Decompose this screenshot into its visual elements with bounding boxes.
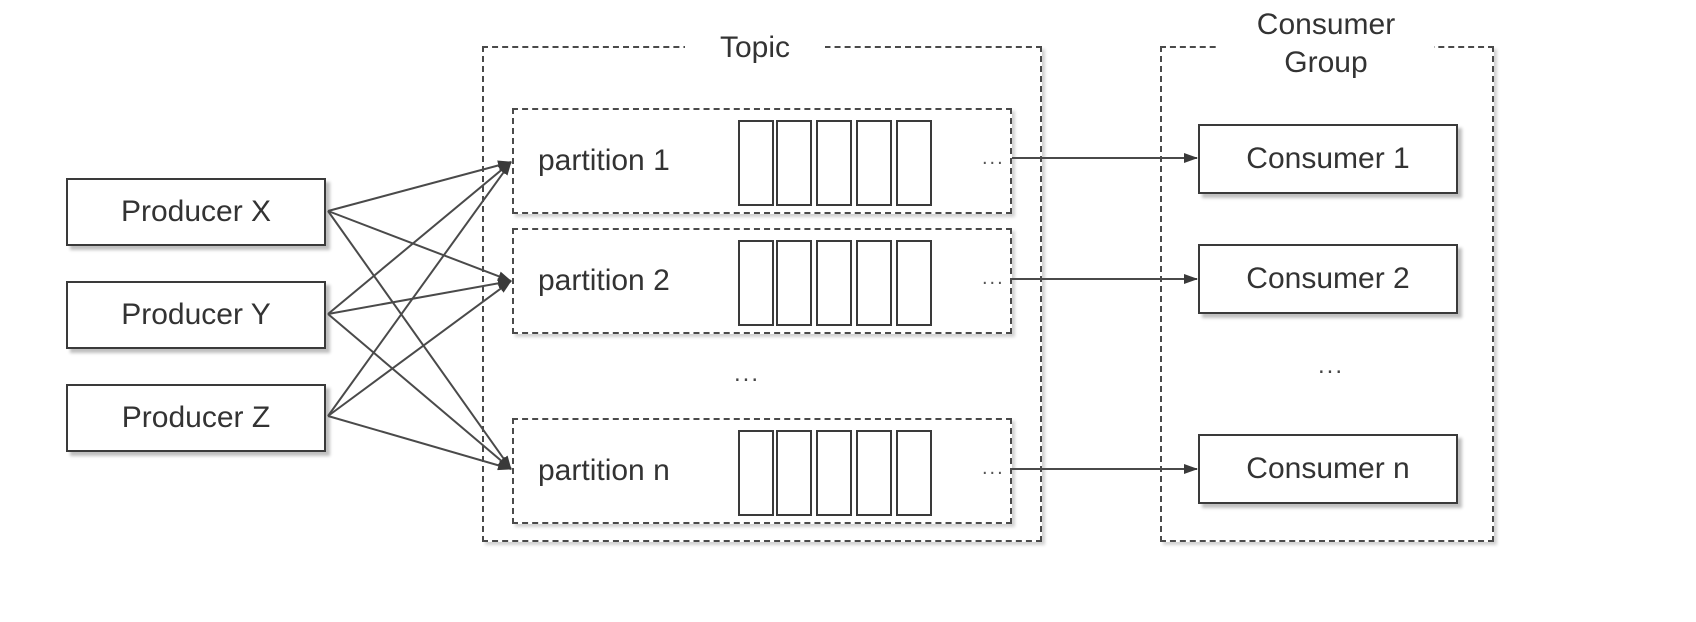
producer-y-label: Producer Y (121, 298, 271, 331)
partition-2-message-cell (816, 240, 852, 326)
arrow-producer-y-to-partition-2 (327, 278, 512, 315)
partition-n: partition n ... (512, 418, 1012, 524)
partition-2-message-cell (776, 240, 812, 326)
partition-n-message-cell (776, 430, 812, 516)
producer-z-box: Producer Z (66, 384, 326, 452)
topic-title: Topic (685, 28, 825, 68)
partition-1-message-cell (896, 120, 932, 206)
partition-2-message-cell (856, 240, 892, 326)
partition-1-ellipsis: ... (982, 147, 1005, 170)
partition-1-message-cell (776, 120, 812, 206)
consumer-2-box: Consumer 2 (1198, 244, 1458, 314)
partition-2-ellipsis: ... (982, 267, 1005, 290)
consumer-1-label: Consumer 1 (1246, 142, 1410, 175)
consumer-group-title: Consumer Group (1218, 6, 1434, 82)
partition-n-label: partition n (538, 454, 670, 487)
partition-n-message-cell (896, 430, 932, 516)
consumer-middle-ellipsis: ... (1318, 352, 1345, 379)
partition-1-message-cell (856, 120, 892, 206)
arrow-producer-x-to-partition-2 (327, 210, 512, 282)
partition-2-message-cell (738, 240, 774, 326)
consumer-1-box: Consumer 1 (1198, 124, 1458, 194)
arrow-producer-x-to-partition-1 (327, 160, 512, 212)
partition-1-message-cell (816, 120, 852, 206)
partition-2: partition 2 ... (512, 228, 1012, 334)
partition-n-message-cell (816, 430, 852, 516)
consumer-2-label: Consumer 2 (1246, 262, 1410, 295)
partition-n-message-cell (738, 430, 774, 516)
consumer-n-box: Consumer n (1198, 434, 1458, 504)
arrow-producer-y-to-partition-n (327, 313, 512, 470)
partition-2-message-cell (896, 240, 932, 326)
arrow-producer-x-to-partition-n (327, 210, 512, 470)
partition-2-label: partition 2 (538, 264, 670, 297)
producer-x-box: Producer X (66, 178, 326, 246)
arrow-producer-z-to-partition-1 (327, 161, 512, 417)
consumer-group-title-line2: Group (1284, 46, 1368, 79)
partition-1-message-cell (738, 120, 774, 206)
partition-1-label: partition 1 (538, 144, 670, 177)
consumer-n-label: Consumer n (1246, 452, 1410, 485)
partition-1: partition 1 ... (512, 108, 1012, 214)
arrow-producer-z-to-partition-2 (327, 280, 512, 417)
arrow-producer-y-to-partition-1 (327, 161, 512, 315)
producer-y-box: Producer Y (66, 281, 326, 349)
producer-z-label: Producer Z (121, 401, 271, 434)
partition-n-message-cell (856, 430, 892, 516)
consumer-group-title-line1: Consumer (1256, 8, 1396, 41)
partition-middle-ellipsis: ... (734, 360, 761, 387)
arrow-producer-z-to-partition-n (327, 415, 512, 471)
producer-x-label: Producer X (120, 195, 272, 228)
partition-n-ellipsis: ... (982, 457, 1005, 480)
